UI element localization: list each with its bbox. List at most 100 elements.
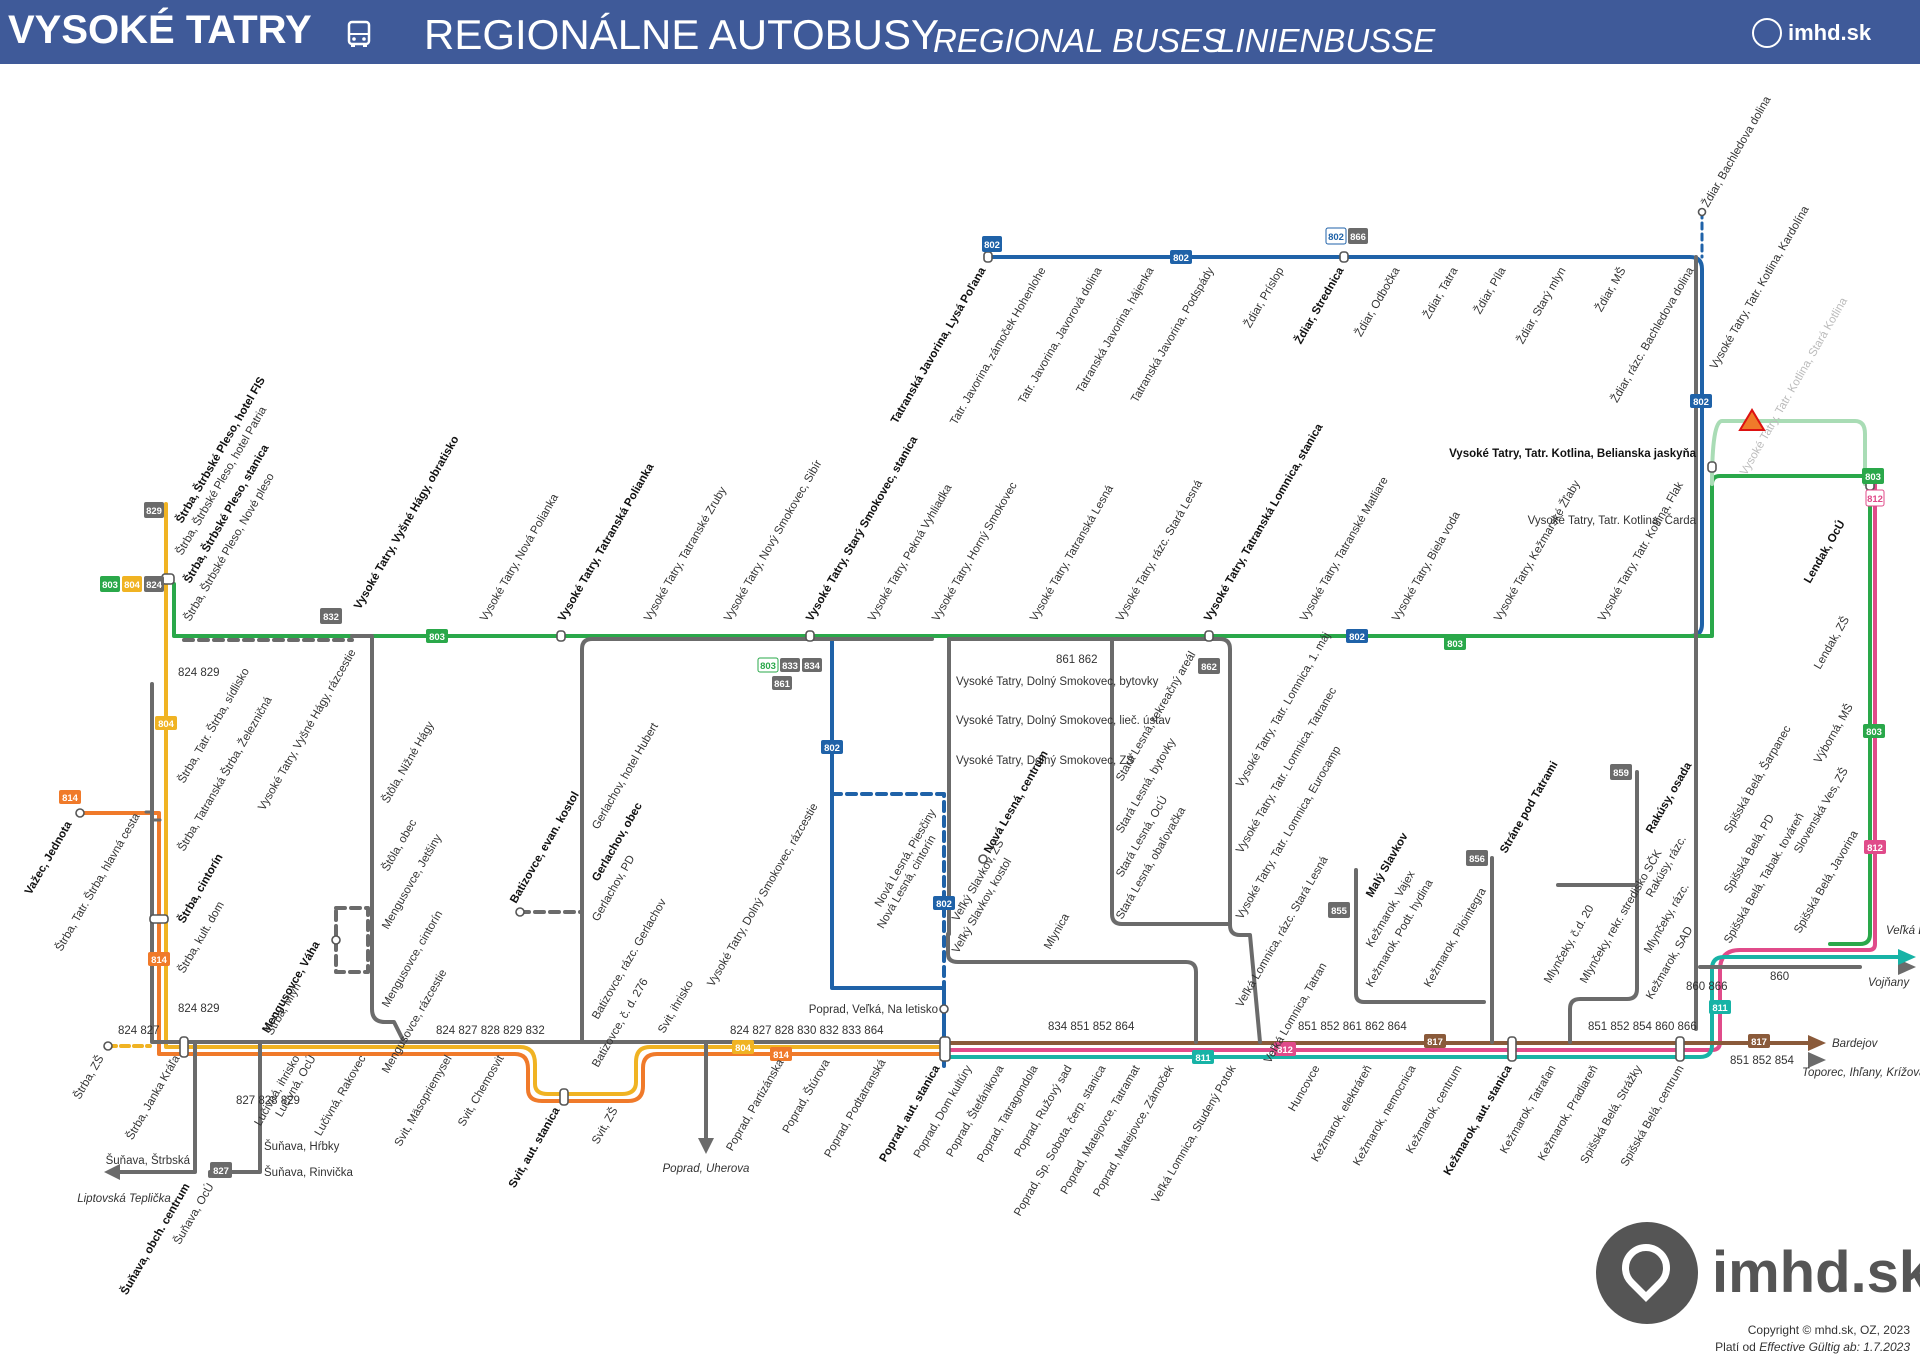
label-kezmarok-pilo: Kežmarok, Pilointegra xyxy=(1422,886,1489,990)
line-803 xyxy=(172,474,1872,946)
stop-marker-spisska-bela[interactable] xyxy=(1675,1036,1685,1062)
badge-856-strane[interactable]: 856 xyxy=(1466,850,1488,866)
svg-text:812: 812 xyxy=(1867,843,1883,854)
label-vazec: Važec, Jednota xyxy=(23,819,75,897)
badge-802-top[interactable]: 802 xyxy=(1170,250,1192,264)
stop-marker-batizovce[interactable] xyxy=(515,907,525,917)
valid-en: Effective xyxy=(1759,1339,1806,1354)
svg-text:814: 814 xyxy=(151,955,168,966)
stop-marker-zdiar-strednica[interactable] xyxy=(1339,251,1349,263)
badge-802-main[interactable]: 802 xyxy=(1346,629,1368,643)
header-brand-text: imhd.sk xyxy=(1788,20,1872,45)
badge-855-maly[interactable]: 855 xyxy=(1328,902,1350,918)
badge-802-zdiar[interactable]: 802 xyxy=(1325,227,1347,245)
badge-824-strba-top[interactable]: 824 xyxy=(144,576,164,592)
line-grey-sunava-east xyxy=(208,1040,262,1178)
stop-marker-strba-janka[interactable] xyxy=(179,1036,189,1058)
badge-803-smokovec[interactable]: 803 xyxy=(757,657,779,673)
imhd-logo-large-icon xyxy=(1596,1222,1698,1324)
badge-804-strba[interactable]: 804 xyxy=(155,716,177,730)
badge-827-sunava[interactable]: 827 xyxy=(210,1162,232,1178)
stop-marker-svit-stanica[interactable] xyxy=(559,1088,569,1106)
label-stola-nizne-hagy: Štôla, Nižné Hágy xyxy=(379,719,436,805)
stop-marker-javorina[interactable] xyxy=(983,251,993,263)
line-grey-mengusovce xyxy=(350,634,406,1044)
badge-803-east[interactable]: 803 xyxy=(1862,468,1884,484)
badge-814-poprad[interactable]: 814 xyxy=(770,1047,792,1061)
stop-marker-bachledova[interactable] xyxy=(1697,207,1707,217)
badge-833-smokovec[interactable]: 833 xyxy=(780,658,800,672)
label-tatranske-matliare: Vysoké Tatry, Tatranské Matliare xyxy=(1298,475,1391,623)
badge-811-east-route[interactable]: 811 xyxy=(1192,1050,1214,1064)
badge-829-strba-fis[interactable]: 829 xyxy=(144,502,164,518)
badge-804-strba-top[interactable]: 804 xyxy=(122,576,142,592)
badge-802-velky[interactable]: 802 xyxy=(933,896,955,910)
valid-de: Gültig ab: 1.7.2023 xyxy=(1808,1339,1910,1354)
label-lomnica-stanica: Vysoké Tatry, Tatranská Lomnica, stanica xyxy=(1202,421,1326,623)
svg-text:814: 814 xyxy=(773,1050,790,1061)
stop-marker-strba-zs[interactable] xyxy=(103,1041,113,1051)
badge-802-javorina[interactable]: 802 xyxy=(982,236,1002,252)
title-german: LINIENBUSSE xyxy=(1217,22,1436,59)
seg-834-864: 834 851 852 864 xyxy=(1048,1021,1135,1033)
svg-text:803: 803 xyxy=(102,580,118,591)
stop-marker-kezmarok[interactable] xyxy=(1507,1036,1517,1062)
stop-marker-poprad[interactable] xyxy=(939,1036,951,1062)
label-stary-smokovec: Vysoké Tatry, Starý Smokovec, stanica xyxy=(804,434,920,624)
stop-marker-kotlina[interactable] xyxy=(1707,461,1717,473)
footer-brand[interactable]: imhd.sk xyxy=(1596,1222,1920,1324)
stop-marker-lomnica[interactable] xyxy=(1204,630,1214,642)
label-zdiar-rozc: Ždiar, rázc. Bachledova dolina xyxy=(1608,264,1697,404)
badge-802-south[interactable]: 802 xyxy=(821,740,843,754)
region-title: VYSOKÉ TATRY xyxy=(8,8,312,52)
label-vyborna-ms: Výborná, MŠ xyxy=(1811,701,1856,765)
badge-803-main-east[interactable]: 803 xyxy=(1444,636,1466,650)
badge-817-far[interactable]: 817 xyxy=(1748,1034,1770,1048)
line-802-south xyxy=(830,634,946,1068)
stop-marker-stary-smokovec[interactable] xyxy=(805,630,815,642)
badge-817-east[interactable]: 817 xyxy=(1424,1034,1446,1048)
badge-861-smokovec[interactable]: 861 xyxy=(772,676,792,690)
label-poprad-partizanska: Poprad, Partizánska xyxy=(724,1057,786,1153)
badge-804-poprad[interactable]: 804 xyxy=(732,1040,754,1054)
badge-812-lendak[interactable]: 812 xyxy=(1864,840,1886,854)
svg-text:811: 811 xyxy=(1712,1003,1728,1014)
label-dolny-zs: Vysoké Tatry, Dolný Smokovec, ZŠ xyxy=(956,754,1134,767)
validity-line: Platí od Effective Gültig ab: 1.7.2023 xyxy=(1715,1339,1910,1356)
badge-803-lendak[interactable]: 803 xyxy=(1863,724,1885,738)
badge-814-vazec[interactable]: 814 xyxy=(59,790,81,804)
stop-marker-vazec[interactable] xyxy=(75,808,85,818)
label-vysne-hagy-rozc: Vysoké Tatry, Vyšné Hágy, rázcestie xyxy=(256,648,358,813)
badge-862-lomnica[interactable]: 862 xyxy=(1198,658,1220,674)
badge-832-main[interactable]: 832 xyxy=(320,608,342,624)
badge-834-smokovec[interactable]: 834 xyxy=(802,658,822,672)
label-poprad-letisko: Poprad, Veľká, Na letisko xyxy=(809,1004,938,1016)
badge-803-main[interactable]: 803 xyxy=(426,629,448,643)
line-grey-malyslavkov xyxy=(1354,868,1486,1004)
line-802-dash xyxy=(830,792,946,990)
badge-803-strba[interactable]: 803 xyxy=(100,576,120,592)
badge-814-strba[interactable]: 814 xyxy=(148,952,170,966)
badge-811-spisska[interactable]: 811 xyxy=(1709,1000,1731,1014)
header-brand[interactable]: imhd.sk xyxy=(1752,18,1871,48)
badge-866-zdiar[interactable]: 866 xyxy=(1348,228,1368,244)
label-kotlina-kardolina: Vysoké Tatry, Tatr. Kotlina, Kardolína xyxy=(1708,204,1812,372)
label-kezmarske-zleby: Vysoké Tatry, Kežmarské Žľaby xyxy=(1491,478,1583,624)
label-zdiar-bachledova: Ždiar, Bachledova dolina xyxy=(1699,93,1774,209)
stop-marker-mengusovce-vaha[interactable] xyxy=(331,935,341,945)
badge-859-rakusy[interactable]: 859 xyxy=(1610,764,1632,780)
warning-icon xyxy=(1738,408,1766,431)
bus-icon xyxy=(347,20,371,47)
svg-text:861: 861 xyxy=(774,679,791,690)
badge-812-east-route[interactable]: 812 xyxy=(1274,1042,1296,1056)
stop-marker-nova-lesna[interactable] xyxy=(978,854,988,864)
stop-marker-poprad-letisko[interactable] xyxy=(939,1004,949,1014)
label-lucivna-rakovec: Lučivná, Rakovec xyxy=(313,1053,369,1138)
label-sunava-hrbky: Šuňava, Hŕbky xyxy=(264,1140,340,1153)
label-novy-smokovec-sibir: Vysoké Tatry, Nový Smokovec, Sibír xyxy=(722,458,824,623)
header-bar: VYSOKÉ TATRY REGIONÁLNE AUTOBUSY REGIONA… xyxy=(0,0,1920,64)
badge-802-east[interactable]: 802 xyxy=(1690,394,1712,408)
stop-marker-tatranska-polianka[interactable] xyxy=(556,630,566,642)
badge-812-east[interactable]: 812 xyxy=(1865,489,1885,507)
stop-marker-strba-cintorin[interactable] xyxy=(149,914,169,924)
